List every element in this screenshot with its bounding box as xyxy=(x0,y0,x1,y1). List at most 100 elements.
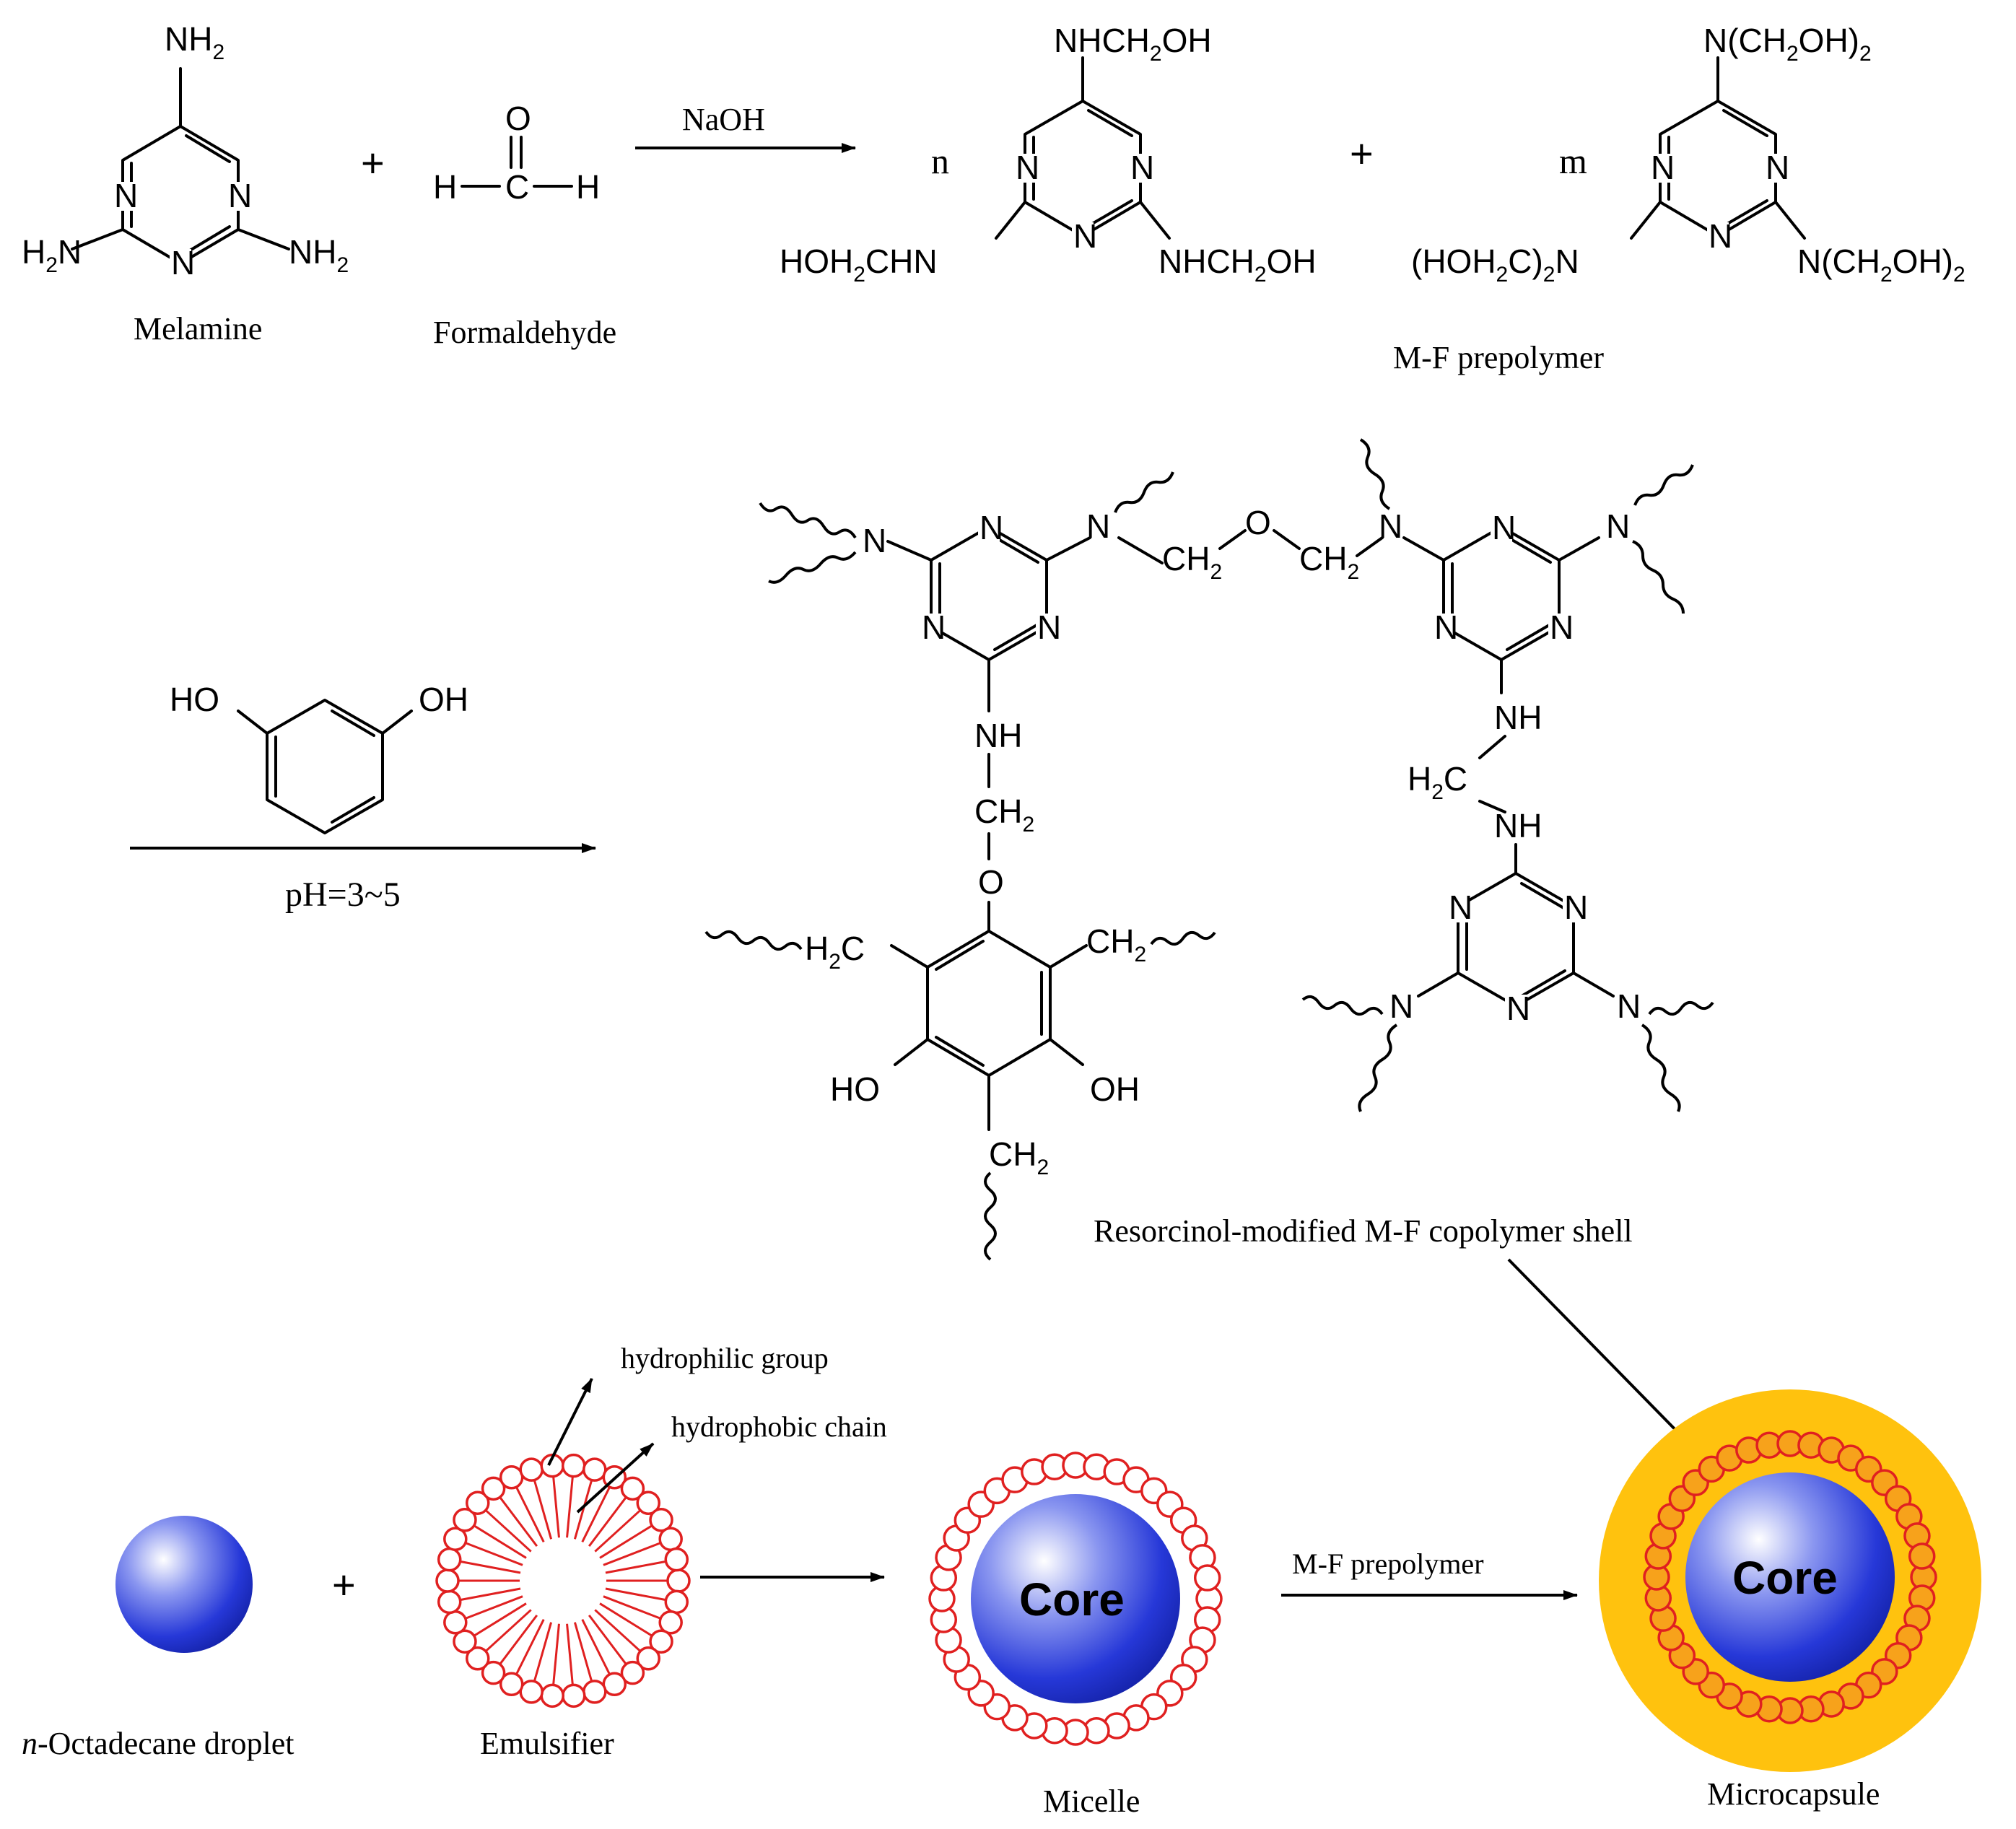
prepolymer-m-structure: m N N N N(CH2OH)2 N(CH2OH)2 (HOH2C)2N M-… xyxy=(1393,22,1965,375)
hydrophobic-tail xyxy=(484,1609,532,1652)
plus-sign-3: + xyxy=(332,1562,356,1607)
melamine-n-left: N xyxy=(114,177,138,214)
wavy-bond xyxy=(1648,1000,1714,1016)
microcapsule-core xyxy=(1685,1472,1895,1682)
prepolymer-n-top-group: NHCH2OH xyxy=(1054,22,1212,66)
prepolymer-n-right-group: NHCH2OH xyxy=(1158,243,1317,287)
droplet-label: n-Octadecane droplet xyxy=(22,1726,294,1761)
hydrophilic-head xyxy=(1193,1564,1221,1592)
prepolymer-n-ring-n2: N xyxy=(1130,149,1154,186)
wavy-bond xyxy=(759,502,857,539)
shell-n: N xyxy=(1449,889,1472,926)
shell-h2c-left: H2C xyxy=(805,930,865,974)
hydrophobic-tail xyxy=(573,1622,593,1682)
prepolymer-n-structure: n N N N NHCH2OH NHCH2OH HOH2CHN xyxy=(780,22,1317,287)
hydrophobic-tail xyxy=(460,1560,521,1574)
wavy-bond xyxy=(984,1171,997,1261)
hydrophilic-head xyxy=(540,1683,564,1708)
shell-nh: NH xyxy=(1494,807,1542,844)
shell-ho: HO xyxy=(830,1070,880,1108)
hydrophilic-head xyxy=(658,1610,683,1635)
melamine-label: Melamine xyxy=(134,311,262,346)
formaldehyde-structure: O H C H Formaldehyde xyxy=(433,100,616,350)
shell-n: N xyxy=(979,509,1003,546)
melamine-n-bottom: N xyxy=(171,244,195,281)
microcapsule-core-label: Core xyxy=(1732,1552,1838,1604)
prepolymer-m-ring-n2: N xyxy=(1766,149,1789,186)
melamine-n-right: N xyxy=(228,177,252,214)
wavy-bond xyxy=(1641,1023,1681,1112)
shell-n: N xyxy=(1389,987,1413,1025)
hydrophobic-tail xyxy=(552,1476,560,1538)
shell-nh: NH xyxy=(974,717,1022,754)
hydrophobic-tail xyxy=(566,1476,574,1538)
shell-ch2-right: CH2 xyxy=(1086,922,1146,966)
shell-n: N xyxy=(1037,608,1061,646)
prepolymer-n-ring-n3: N xyxy=(1073,217,1097,255)
melamine-nh2-right: NH2 xyxy=(289,233,349,277)
hydrophobic-tail xyxy=(588,1496,627,1548)
shell-n: N xyxy=(1506,990,1530,1027)
shell-n: N xyxy=(1606,507,1630,545)
microcapsule-label: Microcapsule xyxy=(1707,1776,1880,1812)
hydrophilic-head xyxy=(620,1476,645,1501)
hydrophobic-label: hydrophobic chain xyxy=(671,1410,887,1443)
shell-ch2-bottom: CH2 xyxy=(989,1135,1049,1179)
emulsifier-ring xyxy=(435,1453,691,1708)
wavy-bond xyxy=(1301,995,1384,1016)
wavy-bond xyxy=(1358,1023,1398,1112)
hydrophobic-tail xyxy=(515,1619,545,1675)
formaldehyde-o: O xyxy=(505,100,531,137)
hydrophobic-tail xyxy=(465,1595,523,1620)
hydrophilic-head xyxy=(562,1683,586,1708)
melamine-nh2-top: NH2 xyxy=(165,20,224,64)
shell-n: N xyxy=(1550,608,1574,646)
coefficient-m: m xyxy=(1559,141,1587,181)
prepolymer-n-ring-n1: N xyxy=(1016,149,1039,186)
prepolymer-label: M-F prepolymer xyxy=(1393,340,1604,375)
wavy-bond xyxy=(1632,540,1685,614)
hydrophobic-tail xyxy=(603,1542,661,1566)
shell-triazine-left xyxy=(930,525,1048,661)
hydrophobic-tail xyxy=(499,1614,538,1665)
shell-nh: NH xyxy=(1494,699,1542,736)
hydrophobic-tail xyxy=(594,1609,642,1652)
hydrophilic-head xyxy=(443,1527,468,1551)
naoh-reagent: NaOH xyxy=(682,102,765,137)
formaldehyde-h-right: H xyxy=(576,168,600,206)
hydrophobic-tail xyxy=(460,1587,521,1602)
shell-ch2-1: CH2 xyxy=(1162,540,1222,584)
hydrophilic-head xyxy=(499,1465,524,1490)
prepolymer-m-ring-n3: N xyxy=(1709,217,1732,255)
hydrophilic-head xyxy=(636,1646,660,1671)
resorcinol-oh: OH xyxy=(419,681,468,718)
hydrophobic-tail xyxy=(473,1602,527,1637)
prepolymer-m-ring xyxy=(1659,100,1777,237)
microcapsule: Core Microcapsule xyxy=(1599,1389,1981,1812)
hydrophilic-label: hydrophilic group xyxy=(621,1342,829,1374)
shell-oh: OH xyxy=(1090,1070,1140,1108)
emulsifier: Emulsifier hydrophilic group hydrophobic… xyxy=(435,1342,887,1761)
shell-triazine-bottom xyxy=(1457,872,1575,1008)
hydrophilic-head xyxy=(664,1589,689,1615)
microcapsule-ring xyxy=(1643,1430,1937,1724)
shell-ch2-3: CH2 xyxy=(974,793,1034,837)
octadecane-droplet: n-Octadecane droplet xyxy=(22,1516,294,1761)
ph-condition: pH=3~5 xyxy=(285,876,401,914)
copolymer-shell-structure: N N N N N CH2 O CH2 N NH CH2 O H2C xyxy=(704,438,1714,1261)
hydrophobic-tail xyxy=(573,1480,593,1540)
micelle: Core Micelle xyxy=(928,1452,1223,1819)
hydrophilic-head xyxy=(602,1672,627,1696)
micelle-label: Micelle xyxy=(1043,1784,1140,1819)
micelle-core xyxy=(971,1494,1180,1703)
plus-sign-2: + xyxy=(1350,131,1374,176)
melamine-structure: N N N NH2 NH2 H2N Melamine xyxy=(22,20,349,346)
shell-n: N xyxy=(863,522,886,559)
hydrophilic-head xyxy=(1908,1542,1936,1570)
shell-h2c-link: H2C xyxy=(1408,760,1467,804)
wavy-bond xyxy=(768,551,857,584)
prepolymer-m-top-group: N(CH2OH)2 xyxy=(1703,22,1872,66)
formaldehyde-c: C xyxy=(505,168,529,206)
mf-prepolymer-step-label: M-F prepolymer xyxy=(1292,1548,1484,1580)
